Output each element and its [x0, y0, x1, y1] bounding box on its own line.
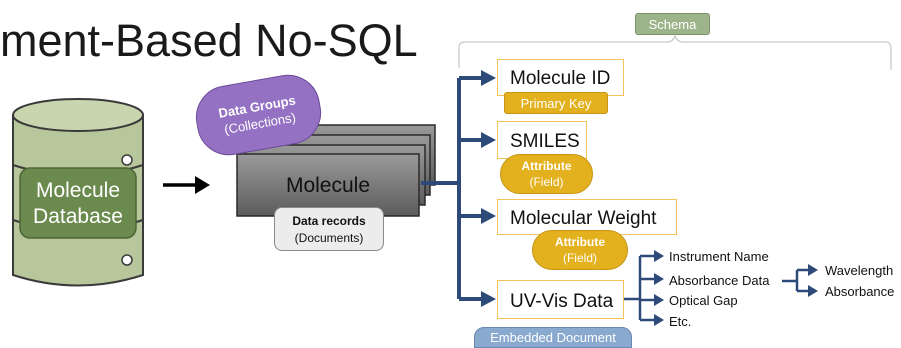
- page-title: ment-Based No-SQL: [0, 15, 418, 66]
- field-molecule-id: Molecule ID: [497, 59, 624, 96]
- absorbance-child-wavelength: Wavelength: [825, 263, 894, 278]
- attribute-badge-weight: Attribute (Field): [532, 230, 628, 270]
- uv-child-absorbance-data: Absorbance Data: [669, 273, 770, 288]
- attribute-badge-smiles: Attribute (Field): [500, 154, 593, 194]
- field-uv-vis-data: UV-Vis Data: [497, 280, 624, 319]
- molecule-document-label: Molecule: [285, 174, 371, 197]
- uv-child-instrument-name: Instrument Name: [669, 249, 769, 264]
- uv-child-etc: Etc.: [669, 314, 692, 329]
- field-smiles: SMILES: [497, 121, 587, 159]
- field-molecular-weight: Molecular Weight: [497, 199, 677, 235]
- primary-key-badge: Primary Key: [504, 92, 608, 114]
- database-label: Molecule Database: [33, 179, 123, 228]
- embedded-document-badge: Embedded Document: [474, 327, 632, 348]
- data-records-badge: Data records (Documents): [274, 207, 384, 251]
- schema-label: Schema: [635, 13, 710, 35]
- absorbance-child-absorbance: Absorbance: [825, 284, 895, 299]
- uv-child-optical-gap: Optical Gap: [669, 293, 738, 308]
